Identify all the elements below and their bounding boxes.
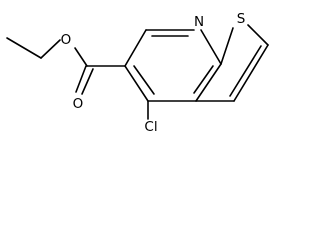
bond-c7a-s1 [220, 27, 234, 65]
bond-s1-c2 [247, 24, 269, 46]
bond-c5-c6 [124, 29, 147, 67]
bond-ccarbonyl-oether [74, 47, 88, 67]
bond-carbonyl-double-1 [75, 65, 87, 93]
molecule-drawing: N S O O Cl [6, 11, 269, 135]
atom-label-n: N [194, 14, 204, 30]
bond-ch2-ch3 [6, 37, 42, 59]
bond-c7a-c3a-inner [193, 65, 214, 94]
bond-oether-ch2 [40, 39, 61, 59]
bond-c4-c5-inner [133, 65, 155, 95]
atom-label-cl: Cl [144, 119, 157, 135]
structure-canvas: N S O O Cl [0, 0, 278, 138]
bond-n7-c7a [200, 29, 222, 65]
bond-carbonyl-double-2 [81, 68, 94, 95]
bond-c4-c5 [124, 65, 149, 102]
atom-label-o-carbonyl: O [73, 96, 84, 112]
bond-layer [6, 24, 269, 120]
atom-label-s: S [237, 11, 246, 27]
atom-label-o-ether: O [61, 32, 72, 48]
bond-c7a-c3a [195, 63, 222, 102]
bond-c2-c3 [233, 44, 269, 102]
bond-c2-c3-inner [229, 45, 262, 97]
atom-labels: N S O O Cl [61, 11, 246, 135]
